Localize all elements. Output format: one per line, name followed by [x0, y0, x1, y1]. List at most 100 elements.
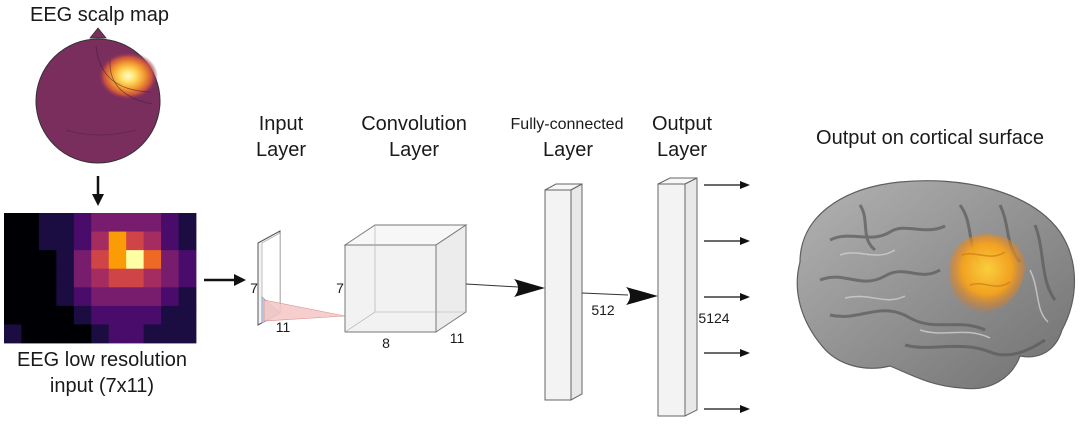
conv-depth-label: 8: [382, 335, 390, 351]
heatmap-cell: [4, 305, 22, 325]
heatmap-cell: [91, 324, 110, 344]
fc-units-label: 512: [591, 302, 615, 318]
heatmap-cell: [73, 250, 92, 270]
heatmap-cell: [4, 324, 22, 344]
heatmap-cell: [108, 305, 127, 325]
input-width-label: 11: [275, 319, 291, 335]
heatmap-cell: [108, 324, 127, 344]
heatmap-cell: [91, 287, 110, 307]
heatmap-cell: [56, 268, 75, 288]
heatmap-cell: [143, 250, 162, 270]
heatmap-cell: [143, 213, 162, 232]
heatmap-cell: [21, 287, 40, 307]
output-layer-title-line-1: Output: [651, 113, 713, 135]
heatmap-cell: [38, 213, 57, 232]
heatmap-cell: [38, 287, 57, 307]
heatmap-cell: [21, 324, 40, 344]
heatmap-cell: [161, 287, 179, 307]
heatmap-cell: [21, 305, 40, 325]
heatmap-cell: [126, 268, 145, 288]
heatmap-cell: [143, 268, 162, 288]
heatmap-cell: [91, 231, 110, 251]
heatmap-cell: [38, 268, 57, 288]
heatmap-cell: [4, 213, 22, 232]
conv-width-label: 11: [449, 330, 465, 346]
heatmap-cell: [161, 305, 179, 325]
heatmap-cell: [56, 287, 75, 307]
output-layer-title-line-2: Layer: [656, 139, 708, 161]
heatmap-cell: [73, 324, 92, 344]
heatmap-cell: [143, 324, 162, 344]
convolution-layer-title-line-1: Convolution: [361, 113, 467, 135]
brain-sulci: [819, 204, 1057, 357]
eeg-heatmap: [4, 213, 197, 344]
heatmap-cell: [91, 268, 110, 288]
heatmap-cell: [21, 250, 40, 270]
scalp-contour: [95, 45, 151, 93]
heatmap-cell: [178, 305, 197, 325]
scalp-contour: [65, 129, 137, 136]
output-arrow-head: [740, 237, 750, 245]
heatmap-cell: [56, 250, 75, 270]
heatmap-cell: [91, 305, 110, 325]
heatmap-cell: [126, 305, 145, 325]
cortical-brain: [796, 180, 1075, 390]
heatmap-cell: [178, 231, 197, 251]
output-arrow-head: [740, 349, 750, 357]
scalp-map-title: EEG scalp map: [30, 4, 169, 26]
heatmap-cell: [178, 213, 197, 232]
heatmap-cell: [21, 231, 40, 251]
input-layer-shape: [257, 230, 346, 326]
fully-connected-layer-title-line-2: Layer: [542, 139, 594, 161]
output-arrow-head: [740, 293, 750, 301]
heatmap-cell: [4, 268, 22, 288]
heatmap-cell: [126, 250, 145, 270]
heatmap-cell: [73, 305, 92, 325]
heatmap-cell: [4, 287, 22, 307]
heatmap-cell: [161, 213, 179, 232]
output-layer-shape: [657, 177, 698, 417]
scalp-map: [35, 27, 161, 164]
heatmap-cell: [38, 231, 57, 251]
input-height-label: 7: [250, 280, 258, 296]
input-caption-line-1: EEG low resolution: [16, 349, 188, 371]
heatmap-cell: [108, 287, 127, 307]
heatmap-cell: [126, 287, 145, 307]
heatmap-cell: [143, 305, 162, 325]
output-arrow-head: [740, 405, 750, 413]
down-arrow: [92, 176, 104, 206]
heatmap-cell: [73, 268, 92, 288]
heatmap-cell: [91, 250, 110, 270]
input-layer-title-line-1: Input: [258, 113, 304, 135]
heatmap-cell: [108, 250, 127, 270]
heatmap-cell: [38, 324, 57, 344]
heatmap-cell: [178, 250, 197, 270]
heatmap-cell: [178, 324, 197, 344]
heatmap-cell: [56, 305, 75, 325]
brain-surface: [796, 180, 1075, 390]
scalp-contour: [109, 59, 153, 105]
heatmap-cell: [161, 231, 179, 251]
heatmap-cell: [108, 213, 127, 232]
heatmap-cell: [4, 250, 22, 270]
conv-height-label: 7: [336, 280, 344, 296]
heatmap-cell: [38, 305, 57, 325]
scalp-activation: [98, 52, 158, 100]
heatmap-cell: [73, 231, 92, 251]
heatmap-cell: [21, 213, 40, 232]
heatmap-cell: [38, 250, 57, 270]
scalp-nose-icon: [89, 27, 107, 39]
input-arrow: [204, 274, 246, 286]
output-units-label: 5124: [698, 310, 730, 326]
input-layer-title-line-2: Layer: [255, 139, 307, 161]
heatmap-cell: [126, 324, 145, 344]
conv-to-fc-arrow: [465, 279, 545, 297]
convolution-layer-shape: [343, 224, 468, 333]
fc-to-output-arrow: [581, 287, 658, 305]
brain-gyri: [839, 249, 1049, 339]
heatmap-cell: [21, 268, 40, 288]
heatmap-cell: [161, 268, 179, 288]
heatmap-cell: [126, 213, 145, 232]
heatmap-cell: [56, 324, 75, 344]
